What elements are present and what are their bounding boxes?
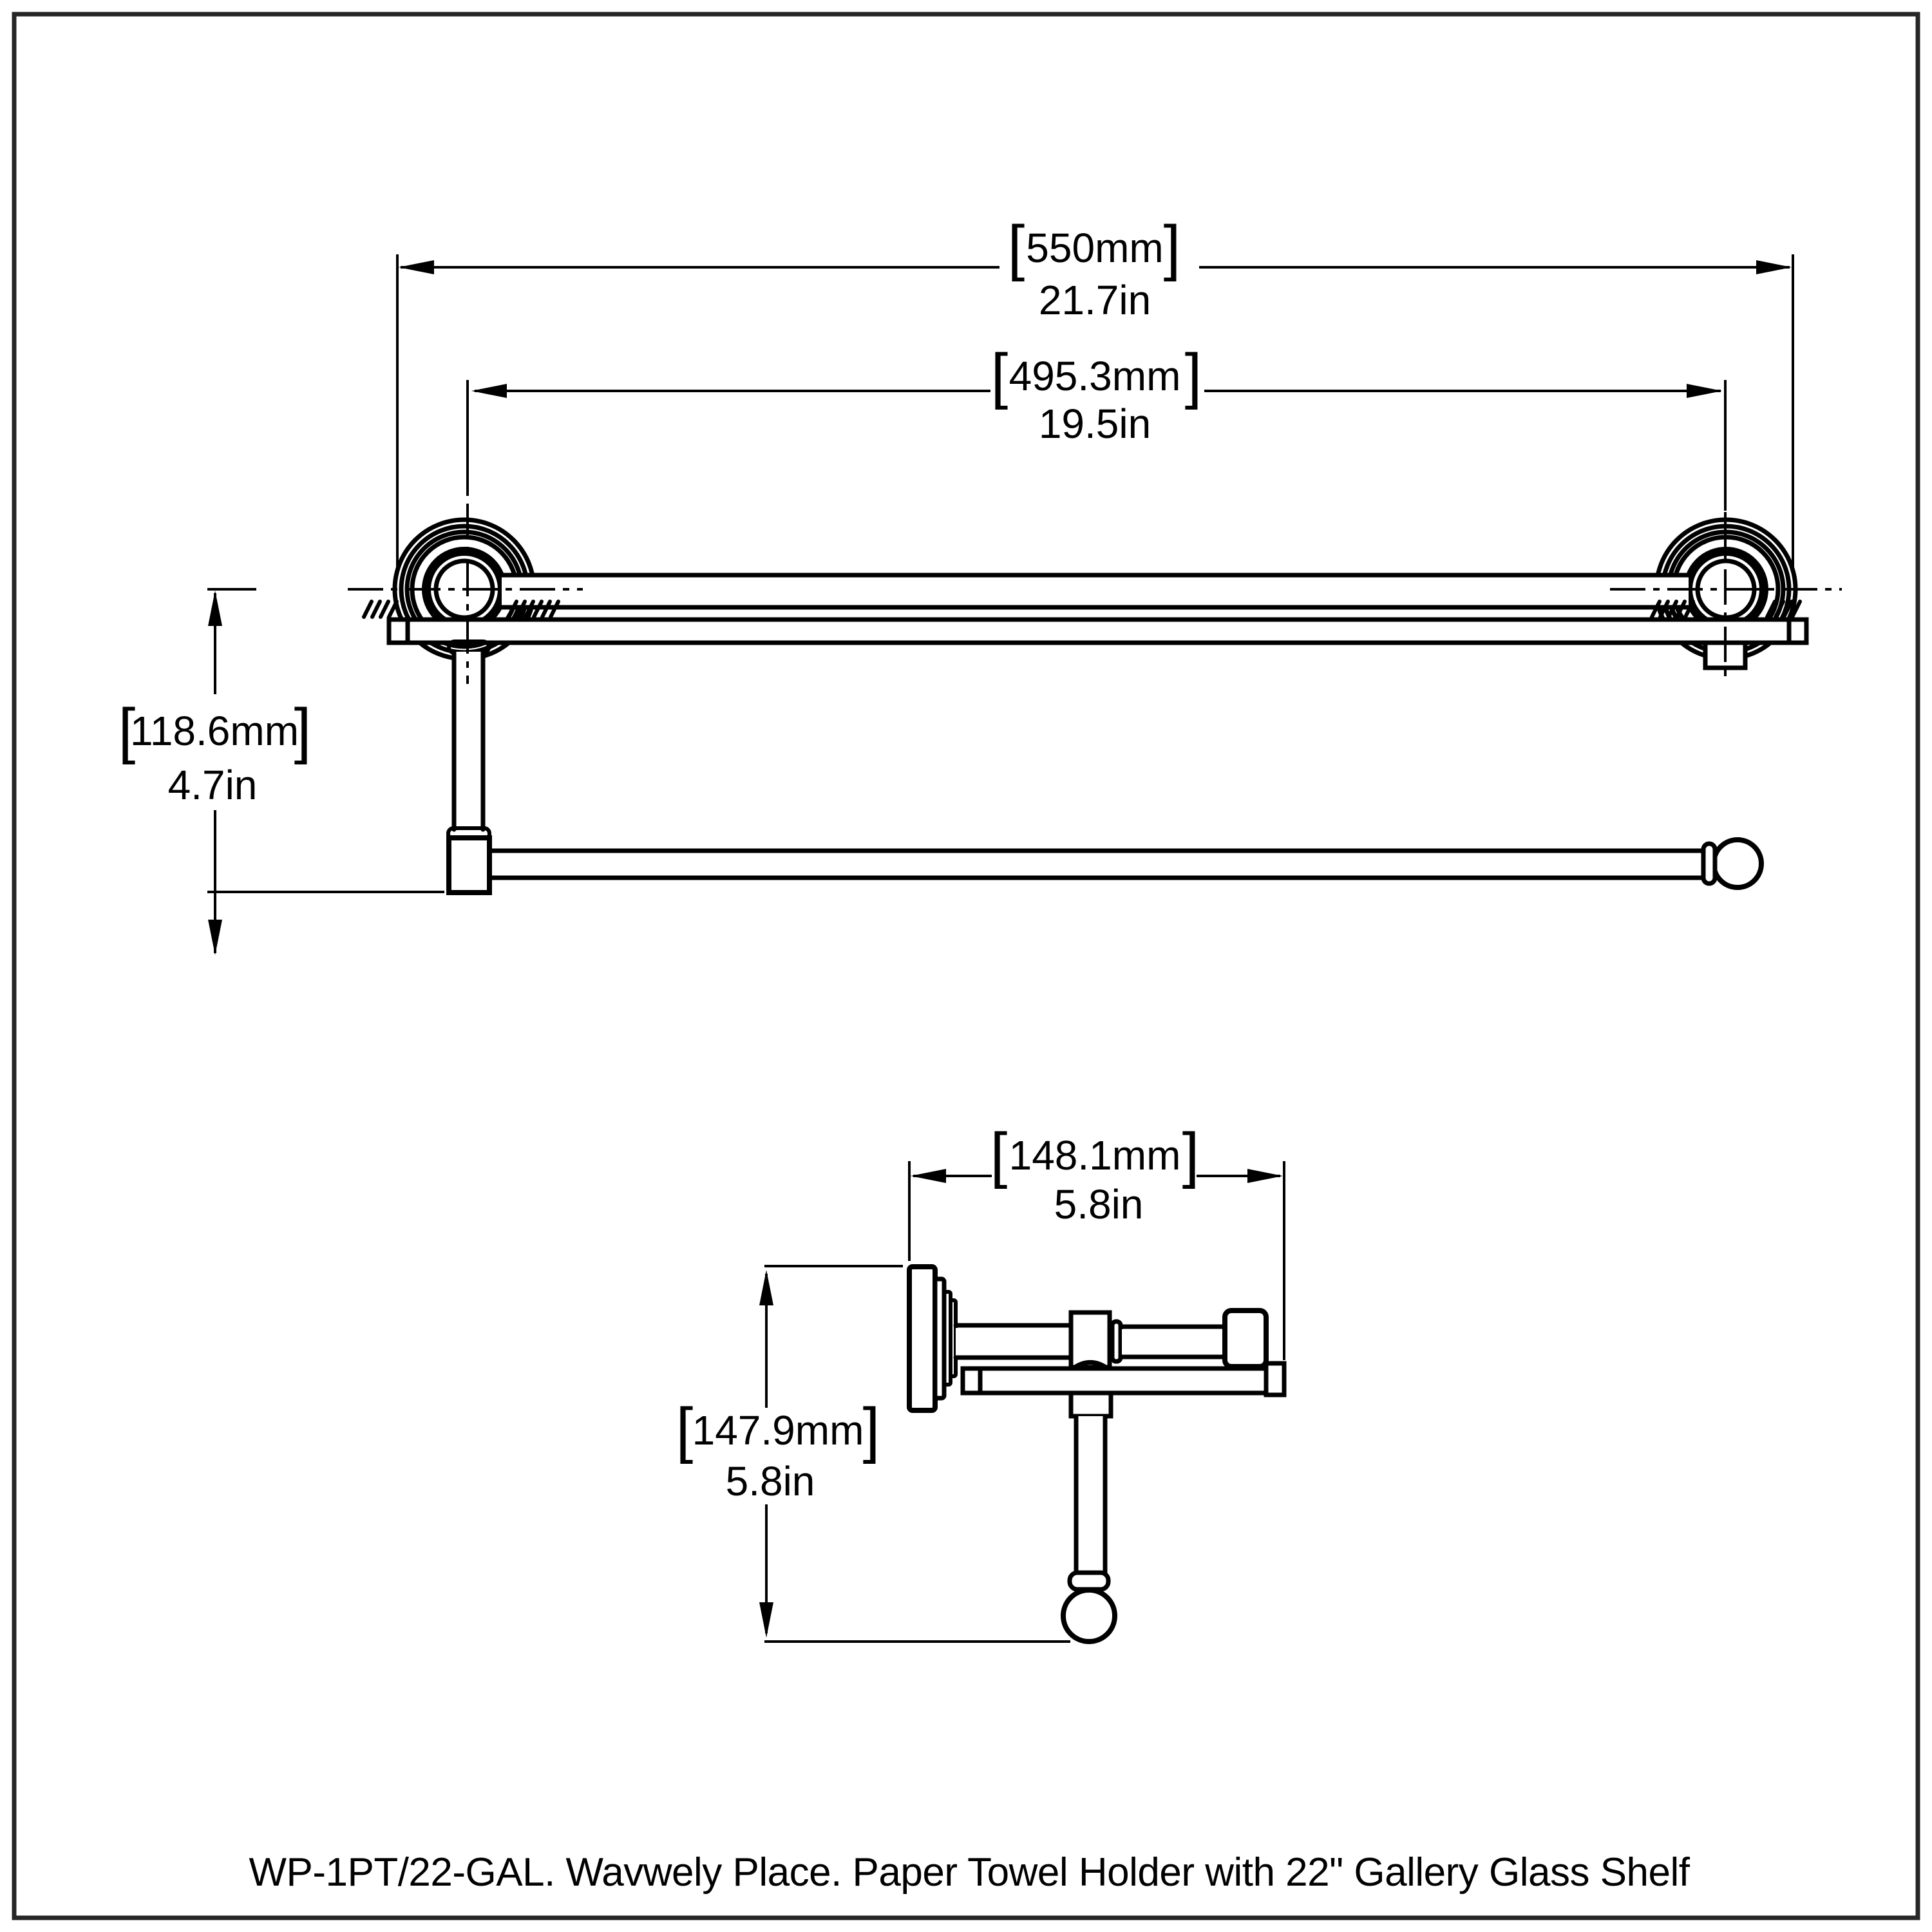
arrowhead-left (911, 1169, 946, 1183)
arrowhead-right (1247, 1169, 1283, 1183)
dim-495-mm-label: 495.3mm (1009, 353, 1181, 399)
side-post (1061, 1390, 1117, 1644)
post-upper-collar (1068, 1390, 1113, 1419)
shelf-left-end-block (386, 617, 410, 645)
dim-495-in-label: 19.5in (1039, 401, 1151, 447)
dimension-side-height: [ 147.9mm ] 5.8in (676, 1265, 1070, 1643)
dim-148-in-label: 5.8in (1054, 1181, 1144, 1227)
arrowhead-right (1687, 384, 1722, 398)
bracket-open: [ (990, 1121, 1008, 1189)
rod-segment-1-fill (956, 1328, 1072, 1356)
arrowhead-left (399, 260, 434, 274)
shelf-edge-body (960, 1366, 1287, 1396)
arrowhead-right (1756, 260, 1792, 274)
arrowhead-left (471, 384, 507, 398)
paper-towel-arm (446, 639, 1764, 895)
rod-ring (1110, 1319, 1123, 1364)
dim-550-mm-label: 550mm (1026, 225, 1163, 271)
bracket-open: [ (118, 696, 136, 765)
rod-center-collar (1068, 1310, 1112, 1370)
side-shelf (960, 1361, 1287, 1397)
bracket-close: ] (294, 696, 312, 765)
bar-end-collar (1701, 841, 1718, 886)
elbow-block (446, 835, 492, 895)
rod-end-cap (1222, 1308, 1269, 1369)
backplate (907, 1264, 938, 1413)
post-bottom-collar (1067, 1570, 1111, 1592)
bracket-close: ] (1182, 1121, 1200, 1189)
drawing-caption: WP-1PT/22-GAL. Wavwely Place. Paper Towe… (249, 1850, 1690, 1895)
dim-118-in-label: 4.7in (168, 762, 258, 808)
bracket-close: ] (863, 1396, 880, 1464)
dimension-drop-height: [ 118.6mm ] 4.7in (118, 588, 444, 955)
dimension-depth: [ 148.1mm ] 5.8in (908, 1121, 1285, 1360)
side-flange (907, 1264, 958, 1413)
dim-550-in-label: 21.7in (1039, 277, 1151, 323)
bar-ball-finial (1711, 837, 1764, 890)
front-view: [ 550mm ] 21.7in [ 495.3mm ] 19.5in (118, 213, 1842, 955)
bracket-close: ] (1185, 341, 1202, 410)
arrowhead-up (759, 1270, 773, 1305)
shelf-right-end-block (1786, 617, 1809, 645)
centerlines (348, 504, 1842, 684)
dim-147-mm-label: 147.9mm (692, 1407, 864, 1454)
gallery-rail-bar (499, 573, 1691, 610)
arrowhead-down (208, 920, 222, 955)
rod-segment-2-fill (1122, 1329, 1226, 1355)
bracket-open: [ (1008, 213, 1025, 282)
shelf-edge-right-block (1264, 1361, 1287, 1397)
dim-118-mm-label: 118.6mm (130, 708, 299, 754)
page-border-frame (12, 12, 1920, 1920)
arrowhead-up (208, 591, 222, 626)
dimension-center-spacing: [ 495.3mm ] 19.5in (466, 341, 1727, 511)
bracket-open: [ (991, 341, 1009, 410)
dim-148-mm-label: 148.1mm (1009, 1132, 1181, 1179)
arrowhead-down (759, 1602, 773, 1638)
backplate-step-3 (949, 1298, 958, 1378)
side-rod (953, 1308, 1269, 1371)
dim-147-in-label: 5.8in (726, 1458, 815, 1504)
rib-hatch-marks (362, 600, 1802, 619)
dimension-overall-width: [ 550mm ] 21.7in (396, 213, 1794, 569)
rail-bar-body (502, 577, 1689, 605)
bracket-close: ] (1164, 213, 1181, 282)
side-view: [ 148.1mm ] 5.8in [ 147.9mm ] 5.8in (676, 1121, 1287, 1644)
post-ball-finial (1061, 1587, 1117, 1644)
glass-shelf (386, 617, 1809, 645)
bracket-open: [ (676, 1396, 694, 1464)
post-fill (1077, 1416, 1104, 1574)
shelf-body (405, 617, 1792, 645)
